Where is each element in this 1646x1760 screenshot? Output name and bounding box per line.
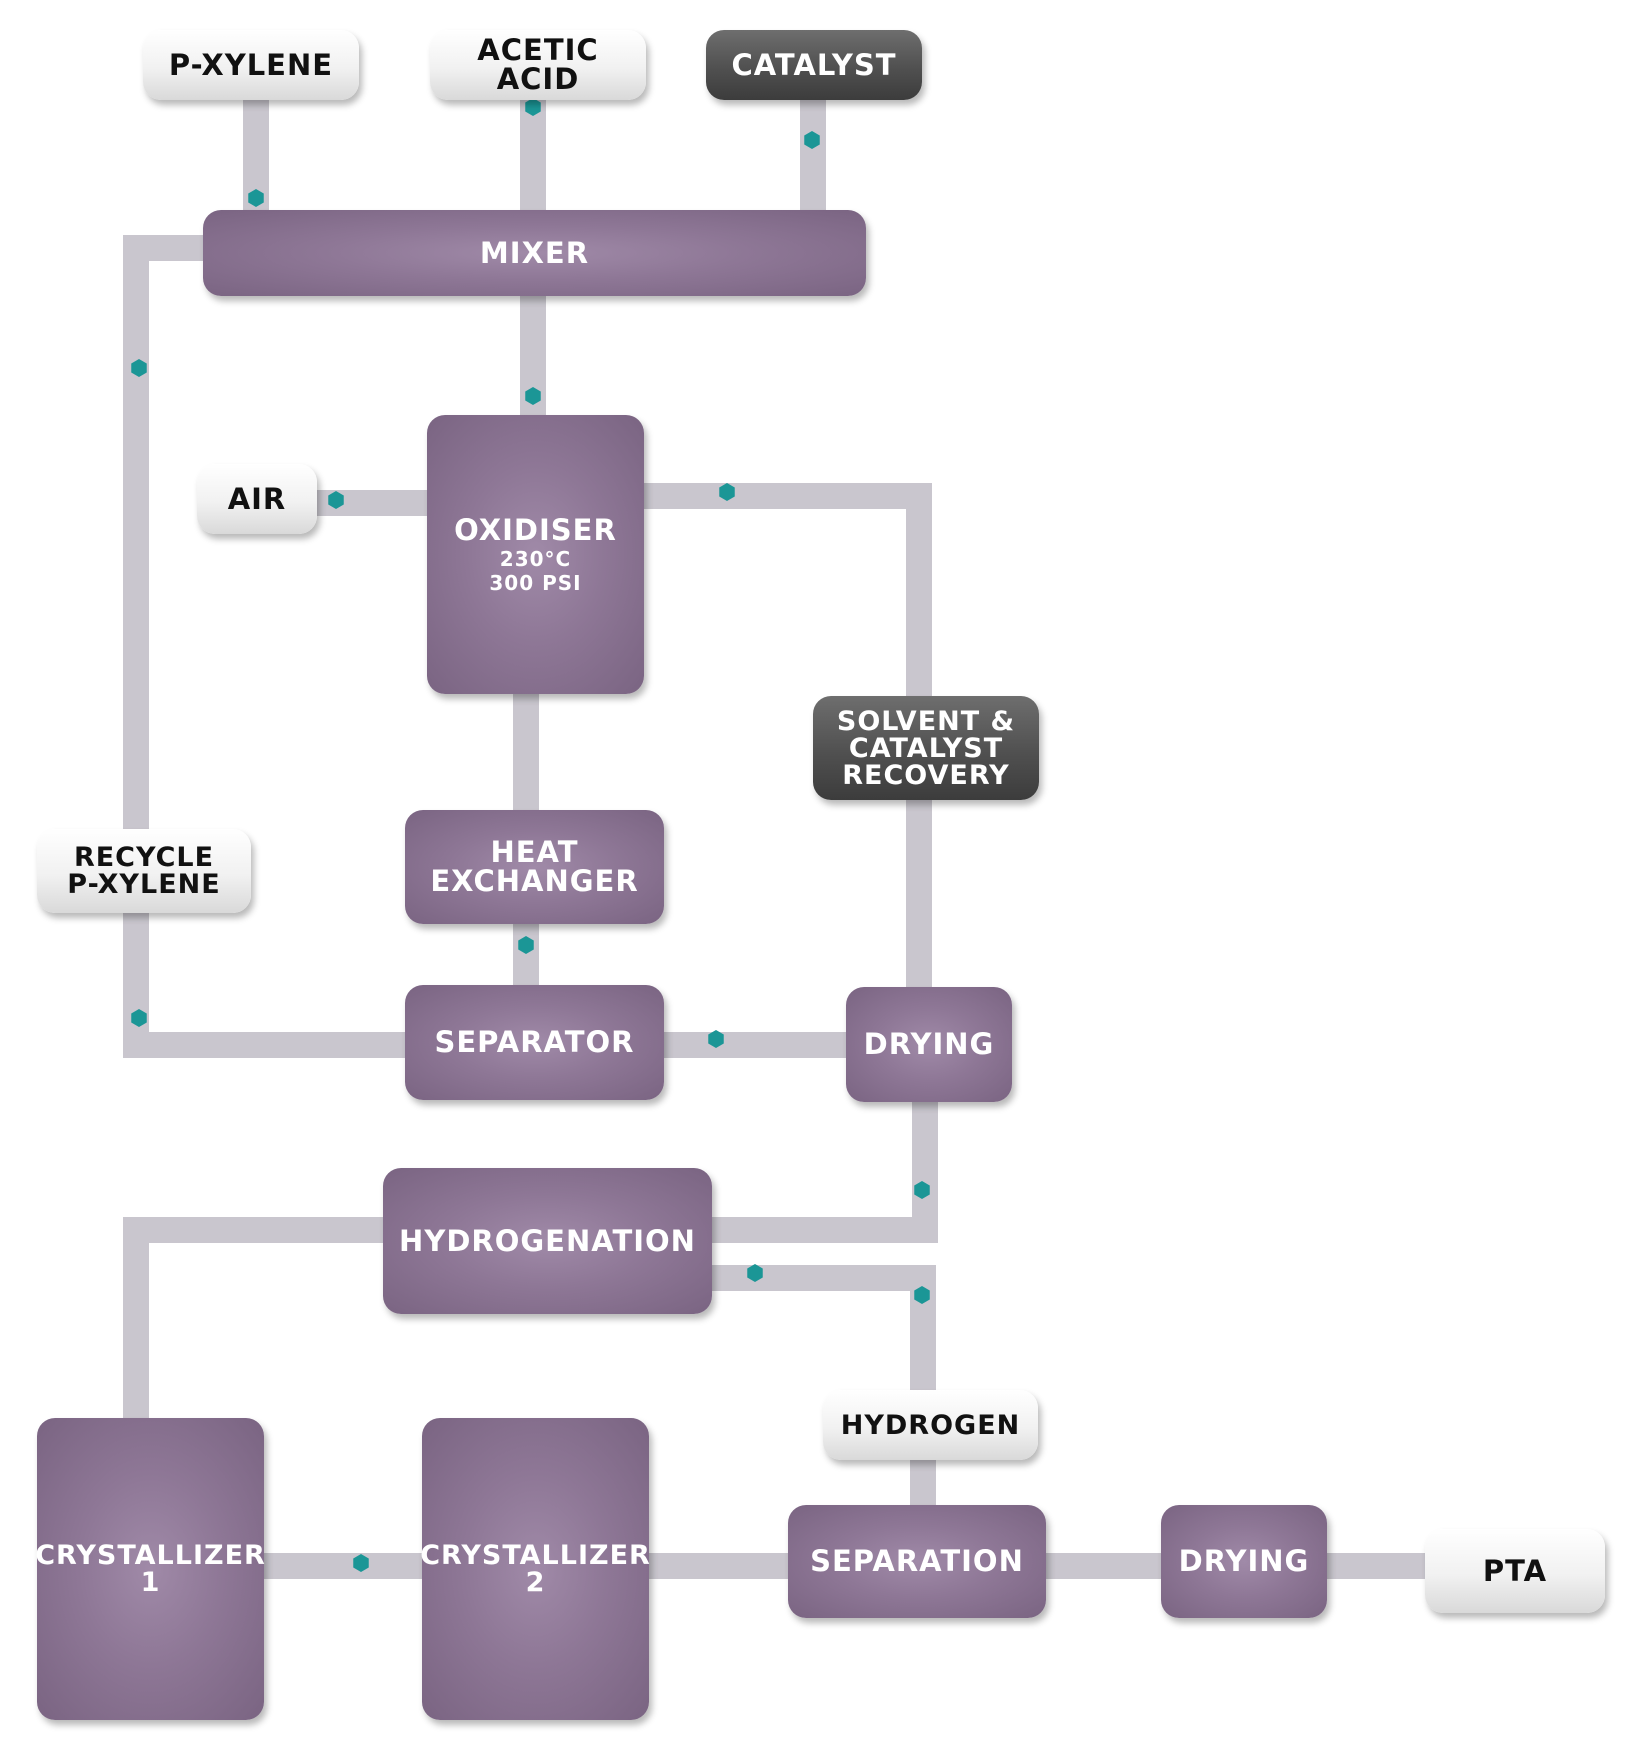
valve-icon <box>747 1264 763 1282</box>
recycle-p-xylene-node: RECYCLE P-XYLENE <box>37 829 251 913</box>
pipe <box>1035 1553 1170 1579</box>
valve-icon <box>518 936 534 954</box>
air-node: AIR <box>197 464 317 534</box>
heat-exchanger-node: HEAT EXCHANGER <box>405 810 664 924</box>
drying-node-1: DRYING <box>846 987 1012 1102</box>
pipe <box>660 1032 860 1058</box>
separator-node: SEPARATOR <box>405 985 664 1100</box>
acetic-acid-node: ACETIC ACID <box>430 30 646 100</box>
valve-icon <box>708 1030 724 1048</box>
pipe <box>513 920 539 990</box>
valve-icon <box>914 1286 930 1304</box>
pipe <box>912 1100 938 1240</box>
catalyst-node: CATALYST <box>706 30 922 100</box>
pipe <box>123 1217 393 1243</box>
p-xylene-node: P-XYLENE <box>143 30 359 100</box>
separation-node: SEPARATION <box>788 1505 1046 1618</box>
valve-icon <box>804 131 820 149</box>
oxidiser-node: OXIDISER 230°C 300 PSI <box>427 415 644 694</box>
mixer-node: MIXER <box>203 210 866 296</box>
pipe <box>706 1265 936 1291</box>
pipe <box>310 490 430 516</box>
valve-icon <box>328 491 344 509</box>
hydrogenation-node: HYDROGENATION <box>383 1168 712 1314</box>
pipe <box>1320 1553 1440 1579</box>
valve-icon <box>248 189 264 207</box>
pipe <box>123 235 149 1055</box>
valve-icon <box>525 98 541 116</box>
pipe <box>640 483 932 509</box>
valve-icon <box>131 359 147 377</box>
valve-icon <box>914 1181 930 1199</box>
valve-icon <box>719 483 735 501</box>
valve-icon <box>525 387 541 405</box>
drying-node-2: DRYING <box>1161 1505 1327 1618</box>
crystallizer-2-node: CRYSTALLIZER 2 <box>420 1418 650 1720</box>
pipe <box>640 1553 800 1579</box>
pipe <box>123 1032 413 1058</box>
pipe <box>800 95 826 215</box>
valve-icon <box>131 1009 147 1027</box>
oxidiser-temperature: 230°C <box>499 547 572 571</box>
pipe <box>700 1217 938 1243</box>
pta-node: PTA <box>1425 1529 1605 1613</box>
pipe <box>255 1553 435 1579</box>
pipe <box>123 1217 149 1427</box>
crystallizer-1-node: CRYSTALLIZER 1 <box>35 1418 265 1720</box>
hydrogen-node: HYDROGEN <box>823 1390 1038 1460</box>
valve-icon <box>353 1554 369 1572</box>
pipe <box>910 1265 936 1400</box>
solvent-catalyst-recovery-node: SOLVENT & CATALYST RECOVERY <box>813 696 1039 800</box>
pipe <box>513 690 539 820</box>
oxidiser-pressure: 300 PSI <box>489 571 582 595</box>
